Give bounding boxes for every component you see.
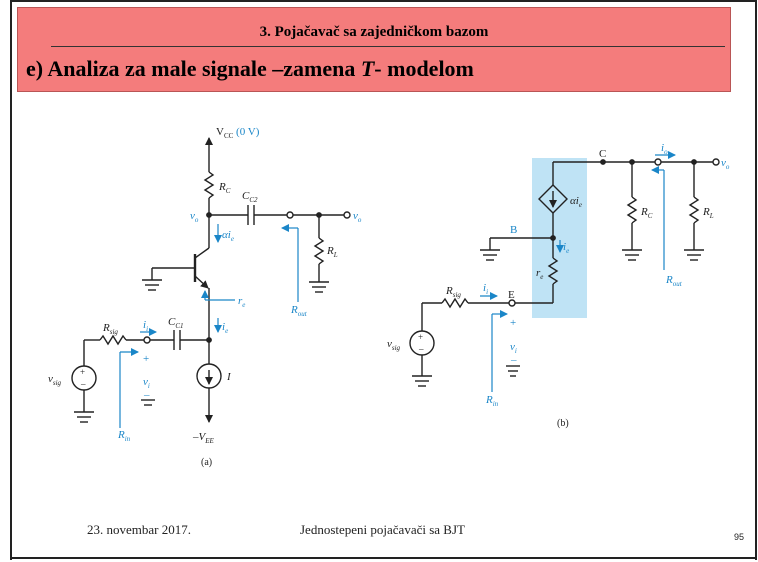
vo-out-terminal: [343, 211, 351, 219]
ie-label: ie: [222, 321, 228, 335]
vi-minus-label: –: [143, 389, 150, 401]
footer-title: Jednostepeni pojačavači sa BJT: [300, 522, 465, 537]
vi-label: vi: [143, 376, 150, 390]
node-c-dot: [600, 159, 606, 165]
rl-resistor-b: [688, 196, 700, 224]
circuit-a: [71, 137, 351, 423]
rsig-label: Rsig: [102, 322, 118, 336]
footer-date: 23. novembar 2017.: [87, 522, 191, 537]
circuit-a-labels: VCC (0 V) RC CC2 vo vo αie RL Rout re ie…: [48, 126, 362, 468]
vsig-minus-label: –: [80, 379, 86, 389]
rin-label-b: Rin: [485, 394, 499, 408]
banner-divider: [51, 46, 725, 47]
vsig-minus-label-b: –: [418, 344, 424, 354]
slide-border-right: [755, 0, 757, 560]
re-label: re: [238, 295, 245, 309]
vsig-label-b: vsig: [387, 338, 401, 352]
slide-border-left: [10, 0, 12, 560]
rl-label: RL: [326, 245, 338, 259]
vi-plus-label: +: [143, 353, 149, 365]
io-label: io: [661, 142, 668, 156]
re-label-b: re: [536, 267, 543, 281]
rsig-label-b: Rsig: [445, 285, 461, 299]
rout-terminal-b: [654, 158, 662, 166]
circuit-a-annotations: [119, 224, 299, 428]
cc1-label: CC1: [168, 316, 184, 330]
title-banner: 3. Pojačavač sa zajedničkom bazom e) Ana…: [17, 7, 731, 92]
subtitle-suffix: - modelom: [374, 56, 474, 81]
ie-label-b: ie: [563, 241, 569, 255]
alpha-ie-label-b: αie: [570, 195, 582, 209]
vsig-plus-label-b: +: [418, 332, 423, 342]
circuit-b: [409, 158, 720, 387]
cc2-label: CC2: [242, 190, 258, 204]
circuit-b-annotations: [480, 151, 676, 392]
slide-border-bottom: [10, 557, 757, 559]
rc-resistor-b: [626, 196, 638, 224]
rsig-resistor-b: [441, 297, 469, 309]
subtitle-prefix: e) Analiza za male signale –zamena: [26, 56, 361, 81]
vsig-plus-label: +: [80, 367, 85, 377]
ii-label-b: ii: [483, 282, 488, 296]
node-c-label: C: [599, 148, 606, 160]
subtitle-italic-t: T: [360, 56, 375, 81]
vo-terminal-b: [712, 158, 720, 166]
vo-label-b: vo: [721, 157, 730, 171]
rc-label-b: RC: [640, 206, 653, 220]
circuit-b-labels: C io vo αie RC RL B ie re Rout E Rsig ii…: [387, 142, 730, 429]
re-resistor: [547, 257, 559, 285]
vsig-label: vsig: [48, 373, 62, 387]
caption-b: (b): [557, 418, 569, 429]
section-header: 3. Pojačavač sa zajedničkom bazom: [259, 24, 489, 40]
vo-out-label: vo: [353, 210, 362, 224]
caption-a: (a): [201, 457, 212, 468]
alpha-ie-label: αie: [222, 229, 234, 243]
node-b-label: B: [510, 224, 517, 236]
ii-label: ii: [143, 319, 148, 333]
rc-label: RC: [218, 181, 231, 195]
collector-lead: [194, 247, 210, 259]
slide-subtitle: e) Analiza za male signale –zamena T- mo…: [26, 56, 474, 82]
rsig-resistor: [99, 334, 127, 346]
emitter-lead: [194, 275, 209, 289]
rout-label-b: Rout: [665, 274, 683, 288]
vcc-label: VCC (0 V): [216, 126, 260, 140]
current-source-label: I: [226, 371, 232, 383]
vee-label: –VEE: [192, 431, 215, 445]
vo-node-label: vo: [190, 210, 199, 224]
rout-terminal: [286, 211, 294, 219]
node-e-label: E: [508, 289, 515, 301]
page-number: 95: [734, 532, 745, 542]
rout-label: Rout: [290, 304, 308, 318]
vi-label-b: vi: [510, 341, 517, 355]
input-terminal: [143, 336, 151, 344]
vi-minus-label-b: –: [510, 354, 517, 366]
rin-label: Rin: [117, 429, 131, 443]
rl-resistor: [313, 237, 325, 265]
vi-plus-label-b: +: [510, 317, 516, 329]
rl-label-b: RL: [702, 206, 714, 220]
rc-resistor: [203, 171, 215, 199]
slide-border-top: [10, 0, 756, 2]
